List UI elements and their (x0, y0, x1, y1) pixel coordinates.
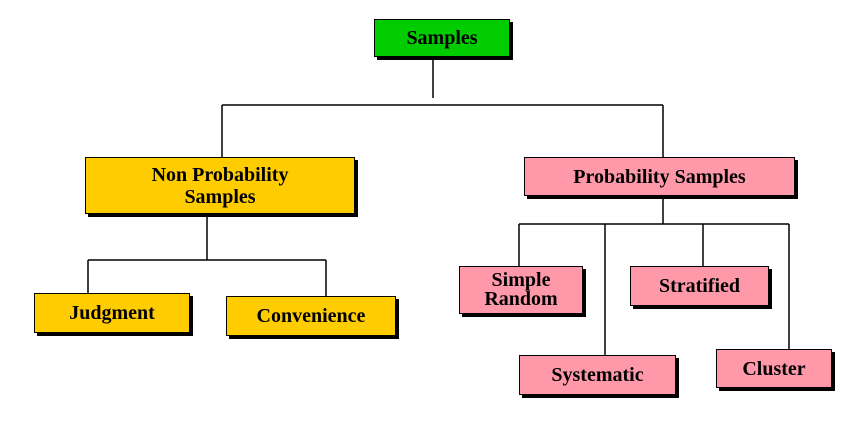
node-probability-label: Probability Samples (573, 165, 746, 188)
node-judgment: Judgment (34, 293, 190, 333)
node-samples-label: Samples (406, 27, 478, 49)
node-cluster: Cluster (716, 349, 832, 388)
node-probability-samples: Probability Samples (524, 157, 795, 196)
node-stratified: Stratified (630, 266, 769, 306)
node-simple-random: Simple Random (459, 266, 583, 314)
node-samples: Samples (374, 19, 510, 57)
node-convenience: Convenience (226, 296, 396, 336)
node-systematic: Systematic (519, 355, 676, 395)
node-simple-random-label: Simple Random (484, 269, 558, 310)
node-non-probability-label-line1: Non Probability (151, 163, 289, 186)
node-systematic-label: Systematic (551, 364, 644, 386)
node-convenience-label: Convenience (256, 305, 366, 327)
node-non-probability-label-line2: Samples (184, 185, 256, 208)
node-stratified-label: Stratified (658, 275, 741, 297)
node-cluster-label: Cluster (742, 357, 806, 380)
node-judgment-label: Judgment (69, 302, 155, 324)
node-non-probability-samples: Non Probability Samples (85, 157, 355, 214)
